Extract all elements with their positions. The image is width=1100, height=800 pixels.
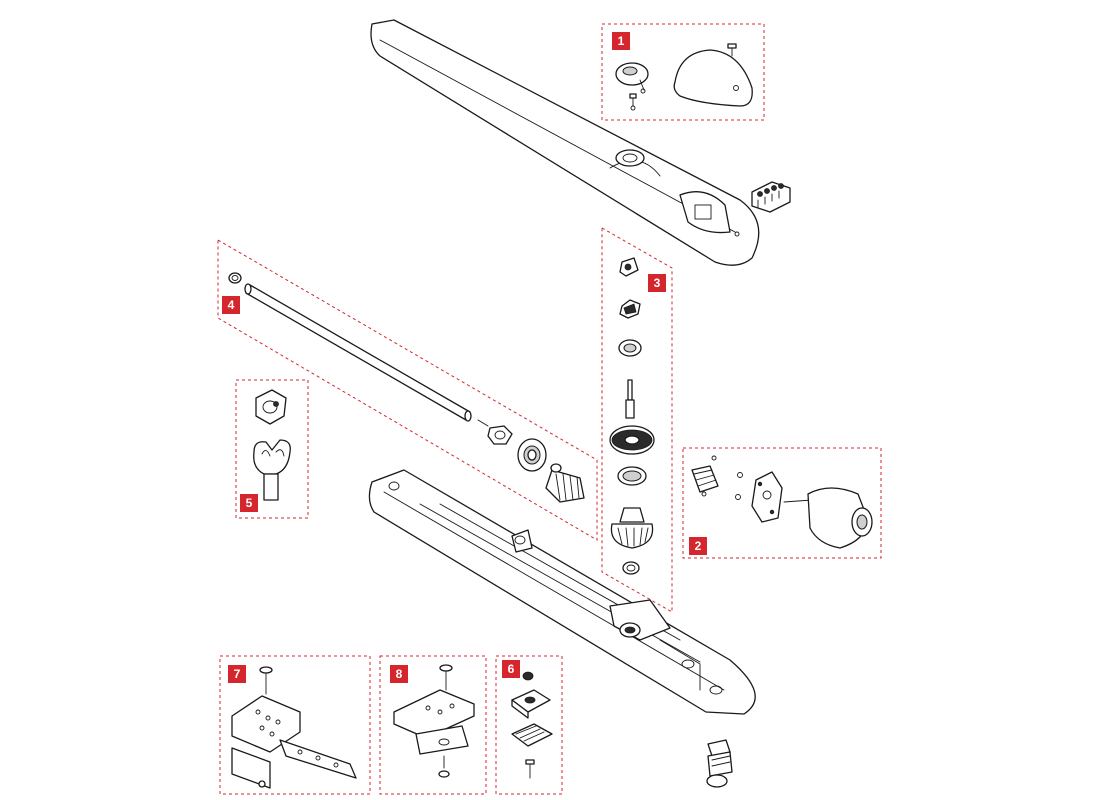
group-2-motor-assembly [691, 455, 873, 549]
callout-3: 3 [648, 274, 666, 292]
group-6-fixing-plates [511, 671, 553, 779]
cable-gland [706, 739, 733, 788]
callout-6: 6 [502, 660, 520, 678]
group-4-outline [217, 239, 598, 541]
group-1-outline [601, 23, 765, 121]
svg-text:5: 5 [246, 496, 253, 510]
group-7-outline [219, 655, 371, 795]
callout-1: 1 [612, 32, 630, 50]
group-8-front-bracket [393, 664, 475, 778]
group-8-outline [379, 655, 487, 795]
svg-text:2: 2 [695, 539, 702, 553]
callout-5: 5 [240, 494, 258, 512]
svg-text:4: 4 [228, 298, 235, 312]
callout-2: 2 [689, 537, 707, 555]
callout-4: 4 [222, 296, 240, 314]
group-3-outline [601, 227, 673, 613]
group-5-outline [235, 379, 309, 519]
terminal-block [751, 181, 791, 213]
svg-text:7: 7 [234, 667, 241, 681]
svg-text:1: 1 [618, 34, 625, 48]
svg-text:8: 8 [396, 667, 403, 681]
group-3-gear-train [609, 257, 655, 575]
callout-8: 8 [390, 665, 408, 683]
group-4-lead-screw [228, 272, 585, 503]
svg-text:3: 3 [654, 276, 661, 290]
group-2-outline [682, 447, 882, 559]
group-7-rear-bracket [231, 666, 357, 789]
base-housing [368, 469, 756, 715]
svg-text:6: 6 [508, 662, 515, 676]
group-6-outline [495, 655, 563, 795]
group-5-release-key [253, 389, 291, 501]
callout-7: 7 [228, 665, 246, 683]
group-1-release-cap-and-cover [615, 43, 753, 111]
top-cover-housing [370, 19, 760, 266]
